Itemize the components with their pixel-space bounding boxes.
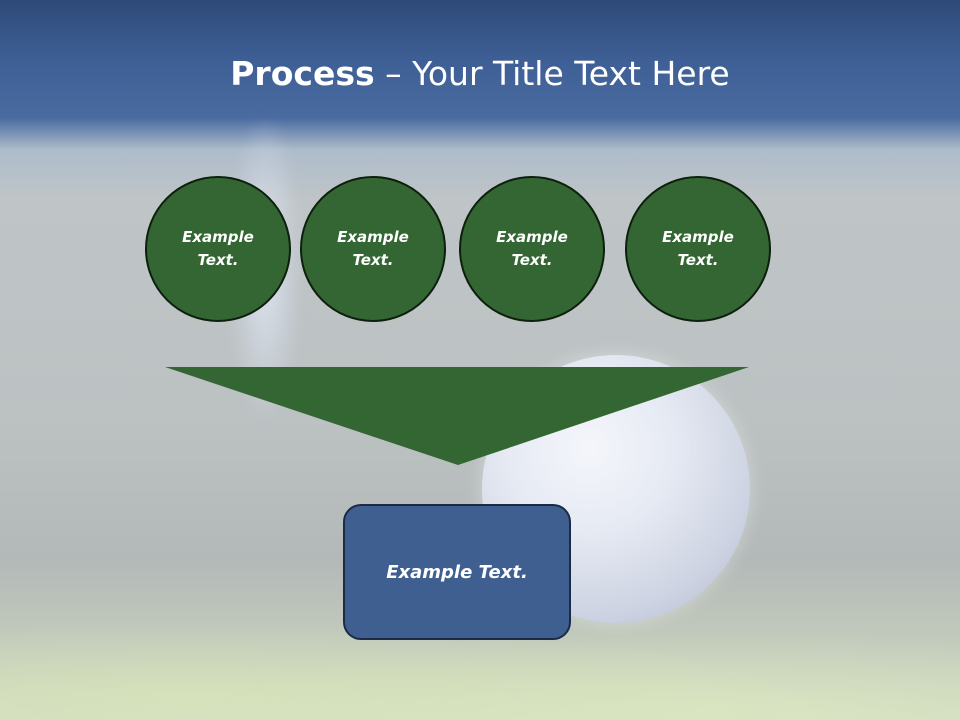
title-separator: – [374, 54, 413, 93]
funnel-arrow [165, 367, 749, 465]
result-box: Example Text. [343, 504, 571, 640]
result-label: Example Text. [386, 561, 528, 583]
step-label-3: Example Text. [496, 228, 568, 269]
step-label-4: Example Text. [662, 228, 734, 269]
step-label-1: Example Text. [182, 228, 254, 269]
step-circle-2: Example Text. [300, 176, 446, 322]
title-rest: Your Title Text Here [412, 54, 730, 93]
funnel-triangle [165, 367, 749, 465]
step-circle-4: Example Text. [625, 176, 771, 322]
step-circle-1: Example Text. [145, 176, 291, 322]
title-bold: Process [230, 54, 375, 93]
step-circle-3: Example Text. [459, 176, 605, 322]
step-label-2: Example Text. [337, 228, 409, 269]
slide-title: Process – Your Title Text Here [0, 52, 960, 96]
